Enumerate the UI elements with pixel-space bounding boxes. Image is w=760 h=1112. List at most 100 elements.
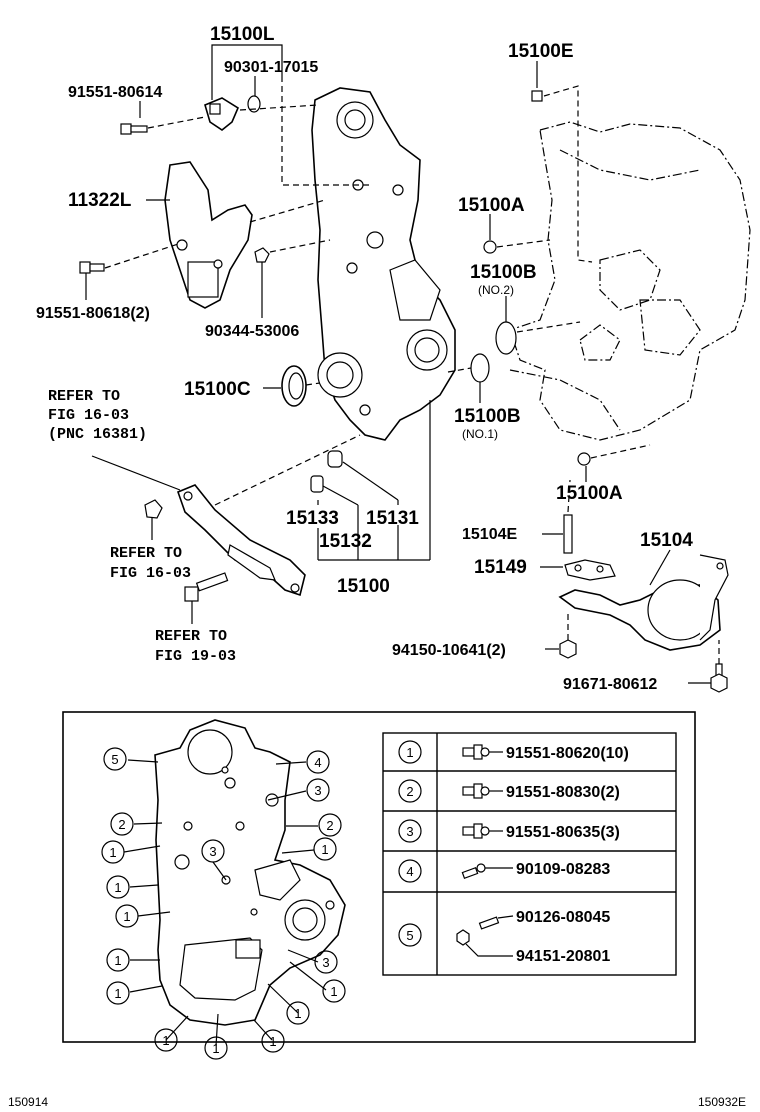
leader-lines	[85, 44, 720, 684]
callout-1-h: 1	[286, 1001, 310, 1025]
svg-text:1: 1	[162, 1033, 169, 1048]
label-15100L: 15100L	[210, 24, 275, 45]
callout-1-d: 1	[115, 904, 139, 928]
label-15100A-bottom: 15100A	[556, 483, 623, 504]
label-15131: 15131	[366, 508, 419, 529]
gasket-15149	[564, 559, 616, 581]
label-15100B-no2-sub: (NO.2)	[478, 283, 514, 297]
label-15100E: 15100E	[508, 41, 574, 62]
svg-text:91551-80620(10): 91551-80620(10)	[506, 745, 629, 762]
svg-text:1: 1	[114, 953, 121, 968]
bolt-91551-80618	[79, 261, 105, 274]
label-15100: 15100	[337, 576, 390, 597]
engine-block-outline	[509, 121, 751, 441]
svg-text:1: 1	[114, 986, 121, 1001]
svg-text:1: 1	[294, 1006, 301, 1021]
label-15100B-no1-sub: (NO.1)	[462, 427, 498, 441]
label-11322L: 11322L	[68, 190, 132, 211]
bolt-icon	[462, 823, 490, 839]
part-15131	[327, 450, 343, 468]
svg-text:3: 3	[209, 844, 216, 859]
label-15100C: 15100C	[184, 379, 251, 400]
bolt-91551-80614	[120, 123, 148, 135]
bolt-icon	[462, 783, 490, 799]
refer2-line2: FIG 16-03	[110, 565, 191, 582]
bracket-fig-16-03	[176, 484, 306, 597]
label-15100B-no1: 15100B	[454, 406, 521, 427]
plug-15100E	[531, 90, 543, 102]
svg-text:91551-80830(2): 91551-80830(2)	[506, 784, 620, 801]
callout-3-low: 3	[314, 950, 338, 974]
legend-table: 1 91551-80620(10) 2 91551-80830(2) 3 915…	[382, 732, 677, 976]
oring-15100B-no1	[470, 353, 490, 383]
refer1-line3: (PNC 16381)	[48, 426, 147, 443]
callout-1-j: 1	[204, 1036, 228, 1060]
bolt-icon	[462, 744, 490, 760]
callout-5-left: 5	[103, 747, 127, 771]
part-15133	[310, 475, 324, 493]
svg-text:90109-08283: 90109-08283	[516, 861, 610, 878]
svg-text:4: 4	[406, 864, 413, 879]
label-15104: 15104	[640, 530, 693, 551]
refer1-line1: REFER TO	[48, 388, 120, 405]
callout-1-c: 1	[106, 875, 130, 899]
svg-text:1: 1	[212, 1041, 219, 1056]
svg-text:90126-08045: 90126-08045	[516, 909, 610, 926]
part-15100L	[204, 97, 240, 131]
svg-text:1: 1	[114, 880, 121, 895]
plug-15100A-top	[483, 240, 497, 254]
svg-text:1: 1	[109, 845, 116, 860]
inset-leaders	[123, 759, 327, 1047]
nut-90344	[254, 247, 270, 263]
callout-4-right: 4	[306, 750, 330, 774]
stud-15104E	[563, 514, 573, 554]
svg-text:2: 2	[118, 817, 125, 832]
callout-3-top: 3	[306, 778, 330, 802]
refer2-line1: REFER TO	[110, 545, 182, 562]
nut-icon	[456, 929, 470, 946]
label-15100B-no2: 15100B	[470, 262, 537, 283]
label-94150-10641: 94150-10641(2)	[392, 642, 506, 659]
label-15133: 15133	[286, 508, 339, 529]
inset-cover-drawing	[154, 719, 346, 1026]
stud-icon	[478, 916, 500, 930]
svg-text:3: 3	[406, 824, 413, 839]
plug-15100A-bottom	[577, 452, 591, 466]
bolt-91671	[710, 663, 728, 693]
oil-strainer-15104	[558, 554, 729, 651]
callout-3-mid: 3	[201, 839, 225, 863]
svg-text:1: 1	[269, 1034, 276, 1049]
svg-text:2: 2	[406, 784, 413, 799]
seal-15100C	[281, 365, 307, 407]
svg-text:5: 5	[111, 752, 118, 767]
label-90301-17015: 90301-17015	[224, 59, 318, 76]
nut-94150	[559, 639, 577, 659]
svg-text:3: 3	[322, 955, 329, 970]
label-91551-80614: 91551-80614	[68, 84, 162, 101]
callout-1-i: 1	[154, 1028, 178, 1052]
refer1-line2: FIG 16-03	[48, 407, 129, 424]
stud-icon	[461, 863, 486, 879]
label-15100A-top: 15100A	[458, 195, 525, 216]
timing-cover-assy	[311, 87, 456, 441]
inset-frame	[62, 711, 696, 1043]
cover-11322L	[164, 161, 253, 309]
label-90344-53006: 90344-53006	[205, 323, 299, 340]
callout-1-a: 1	[101, 840, 125, 864]
callout-1-e: 1	[106, 948, 130, 972]
svg-text:2: 2	[326, 818, 333, 833]
callout-2-left: 2	[110, 812, 134, 836]
callout-1-g: 1	[322, 979, 346, 1003]
legend-row-2: 2 91551-80830(2)	[398, 779, 620, 803]
refer3-line1: REFER TO	[155, 628, 227, 645]
svg-text:94151-20801: 94151-20801	[516, 948, 610, 965]
svg-text:91551-80635(3): 91551-80635(3)	[506, 824, 620, 841]
svg-text:1: 1	[330, 984, 337, 999]
legend-row-5: 5 90126-08045 94151-20801	[398, 909, 610, 965]
label-15104E: 15104E	[462, 526, 517, 543]
callout-1-f: 1	[106, 981, 130, 1005]
legend-row-4: 4 90109-08283	[398, 859, 610, 883]
callout-1-b: 1	[313, 837, 337, 861]
footer-code-left: 150914	[8, 1095, 48, 1109]
